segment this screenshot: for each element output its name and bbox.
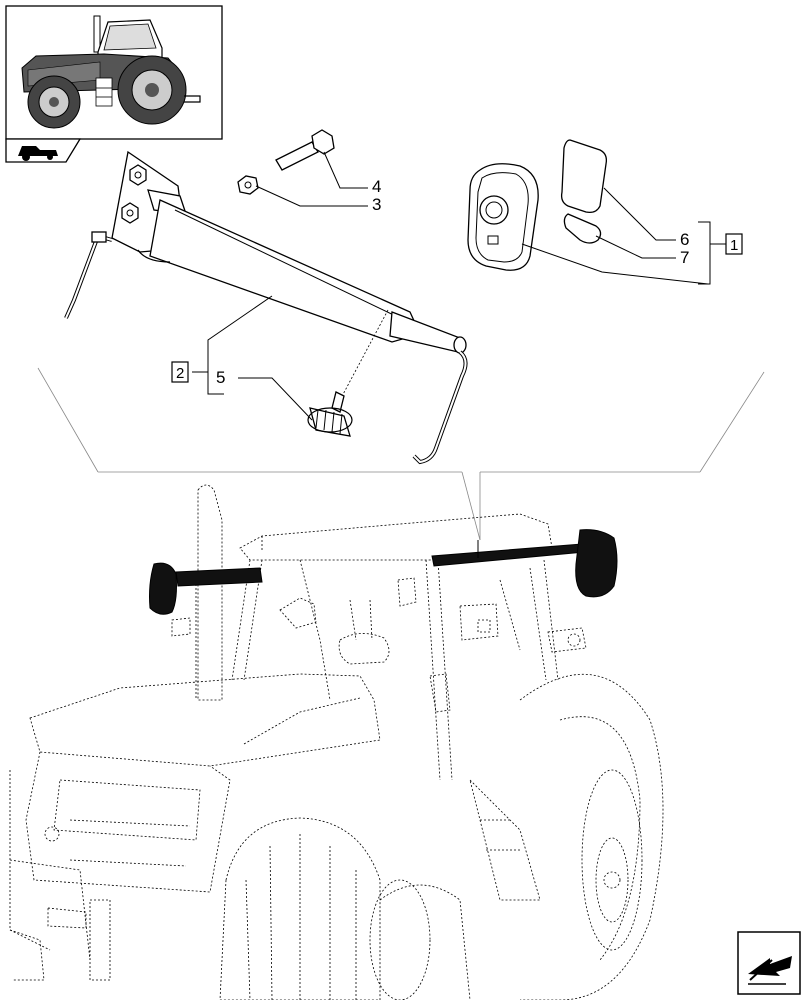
zoom-guides <box>37 367 765 541</box>
callout-1-box <box>725 233 743 255</box>
nut-part <box>237 175 259 195</box>
tractor-mirrors <box>149 529 618 615</box>
callout-6: 6 <box>680 230 689 249</box>
callout-2: 2 <box>176 365 184 382</box>
mirror-glass-part <box>560 139 608 214</box>
leader-lines <box>192 151 726 421</box>
callout-2-box <box>171 361 189 383</box>
tractor-thumbnail-icon <box>21 15 201 129</box>
callout-1: 1 <box>730 237 738 254</box>
reference-thumbnail <box>5 5 223 140</box>
arrow-back-icon[interactable] <box>737 931 801 995</box>
mirror-head-part <box>467 163 539 271</box>
callout-4: 4 <box>372 177 381 196</box>
callout-3: 3 <box>372 195 381 214</box>
mirror-arm-part <box>64 150 468 465</box>
callouts: 4 3 6 7 1 2 5 <box>171 177 743 387</box>
small-mirror-glass-part <box>563 213 602 244</box>
callout-5: 5 <box>216 368 225 387</box>
thumbnail-tab <box>5 138 82 163</box>
tractor-side-icon <box>18 146 58 161</box>
callout-7: 7 <box>680 248 689 267</box>
bolt-part <box>275 129 335 171</box>
knob-part <box>307 309 389 437</box>
tractor-outline <box>9 484 664 1000</box>
